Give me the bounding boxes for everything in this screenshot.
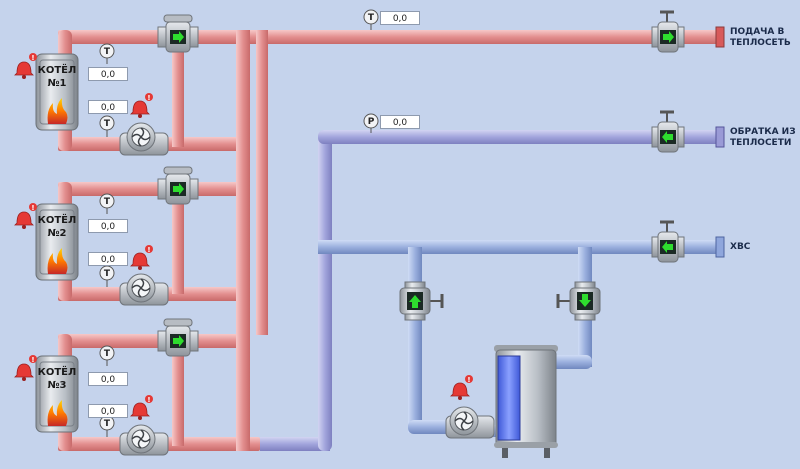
alarm-bell-icon[interactable]: ! (14, 53, 37, 79)
pump-icon[interactable] (119, 122, 169, 156)
temperature-sensor[interactable]: T (99, 415, 115, 437)
sensor-symbol: T (104, 419, 111, 429)
arrow-right-icon (173, 31, 184, 43)
cold-water-pipes (318, 240, 724, 437)
pump-icon[interactable] (119, 273, 169, 306)
valve-icon[interactable] (157, 318, 199, 357)
svg-text:!: ! (147, 94, 150, 102)
sensor-symbol: T (104, 349, 111, 359)
gate-valve-icon[interactable] (651, 10, 685, 53)
boiler-1-lower-temp-value: 0,0 (88, 100, 128, 114)
arrow-right-icon (173, 183, 184, 195)
svg-text:!: ! (147, 246, 150, 254)
return-label: ОБРАТКА ИЗ ТЕПЛОСЕТИ (730, 127, 796, 149)
boiler-name: КОТЁЛ (38, 364, 77, 378)
svg-text:!: ! (31, 54, 34, 62)
flame-icon (47, 248, 68, 274)
flame-icon (47, 400, 68, 426)
svg-text:!: ! (31, 356, 34, 364)
valve-icon[interactable] (157, 14, 199, 53)
return-label-line2: ТЕПЛОСЕТИ (730, 138, 792, 148)
temperature-sensor[interactable]: T (99, 345, 115, 366)
boiler-name: КОТЁЛ (38, 62, 77, 76)
alarm-bell-icon[interactable]: ! (450, 375, 473, 400)
boiler-number: №2 (48, 228, 67, 239)
supply-temperature-sensor[interactable]: T (363, 9, 379, 30)
temperature-sensor[interactable]: T (99, 265, 115, 287)
pump-icon[interactable] (119, 424, 169, 456)
arrow-left-icon (662, 241, 673, 253)
return-pressure-value: 0,0 (380, 115, 420, 129)
sensor-symbol: T (104, 269, 111, 279)
arrow-left-icon (662, 131, 673, 143)
sensor-symbol: T (104, 119, 111, 129)
cold-water-label: ХВС (730, 242, 751, 252)
pipe-end-flanges (715, 26, 725, 258)
boiler-2-upper-temp-value: 0,0 (88, 219, 128, 233)
temperature-sensor[interactable]: T (99, 115, 115, 137)
valve-icon[interactable] (157, 166, 199, 205)
return-label-line1: ОБРАТКА ИЗ (730, 127, 796, 137)
flame-icon (47, 98, 68, 124)
supply-temp-value: 0,0 (380, 11, 420, 25)
supply-label-line2: ТЕПЛОСЕТЬ (730, 38, 791, 48)
hot-water-tank[interactable] (494, 345, 558, 458)
sensor-symbol: P (368, 117, 375, 127)
boiler-3-lower-temp-value: 0,0 (88, 404, 128, 418)
boiler-3-upper-temp-value: 0,0 (88, 372, 128, 386)
sensor-symbol: T (104, 197, 111, 207)
alarm-bell-icon[interactable]: ! (14, 355, 37, 381)
sensor-symbol: T (368, 13, 375, 23)
supply-label: ПОДАЧА В ТЕПЛОСЕТЬ (730, 27, 791, 49)
arrow-down-icon (579, 294, 591, 307)
alarm-bell-icon[interactable]: ! (130, 395, 153, 420)
arrow-right-icon (663, 31, 674, 43)
boiler-name: КОТЁЛ (38, 212, 77, 226)
return-pressure-sensor[interactable]: P (363, 113, 379, 133)
alarm-bell-icon[interactable]: ! (130, 93, 153, 118)
sensor-symbol: T (104, 47, 111, 57)
gate-valve-icon[interactable] (399, 281, 444, 321)
gate-valve-icon[interactable] (651, 110, 685, 153)
arrow-right-icon (173, 335, 184, 347)
boiler-2[interactable]: КОТЁЛ №2 (35, 203, 79, 281)
supply-label-line1: ПОДАЧА В (730, 27, 785, 37)
svg-text:!: ! (147, 396, 150, 404)
gate-valve-icon[interactable] (556, 281, 601, 321)
alarm-bell-icon[interactable]: ! (130, 245, 153, 270)
svg-text:!: ! (31, 204, 34, 212)
boiler-3[interactable]: КОТЁЛ №3 (35, 355, 79, 433)
gate-valve-icon[interactable] (651, 220, 685, 263)
svg-text:!: ! (467, 376, 470, 384)
alarm-bell-icon[interactable]: ! (14, 203, 37, 229)
return-pipes (260, 130, 724, 451)
boiler-2-lower-temp-value: 0,0 (88, 252, 128, 266)
boiler-number: №3 (48, 380, 67, 391)
pump-icon[interactable] (445, 406, 495, 439)
temperature-sensor[interactable]: T (99, 43, 115, 64)
arrow-up-icon (409, 295, 421, 308)
temperature-sensor[interactable]: T (99, 193, 115, 214)
boiler-number: №1 (48, 78, 67, 89)
boiler-1[interactable]: КОТЁЛ №1 (35, 53, 79, 131)
boiler-1-upper-temp-value: 0,0 (88, 67, 128, 81)
